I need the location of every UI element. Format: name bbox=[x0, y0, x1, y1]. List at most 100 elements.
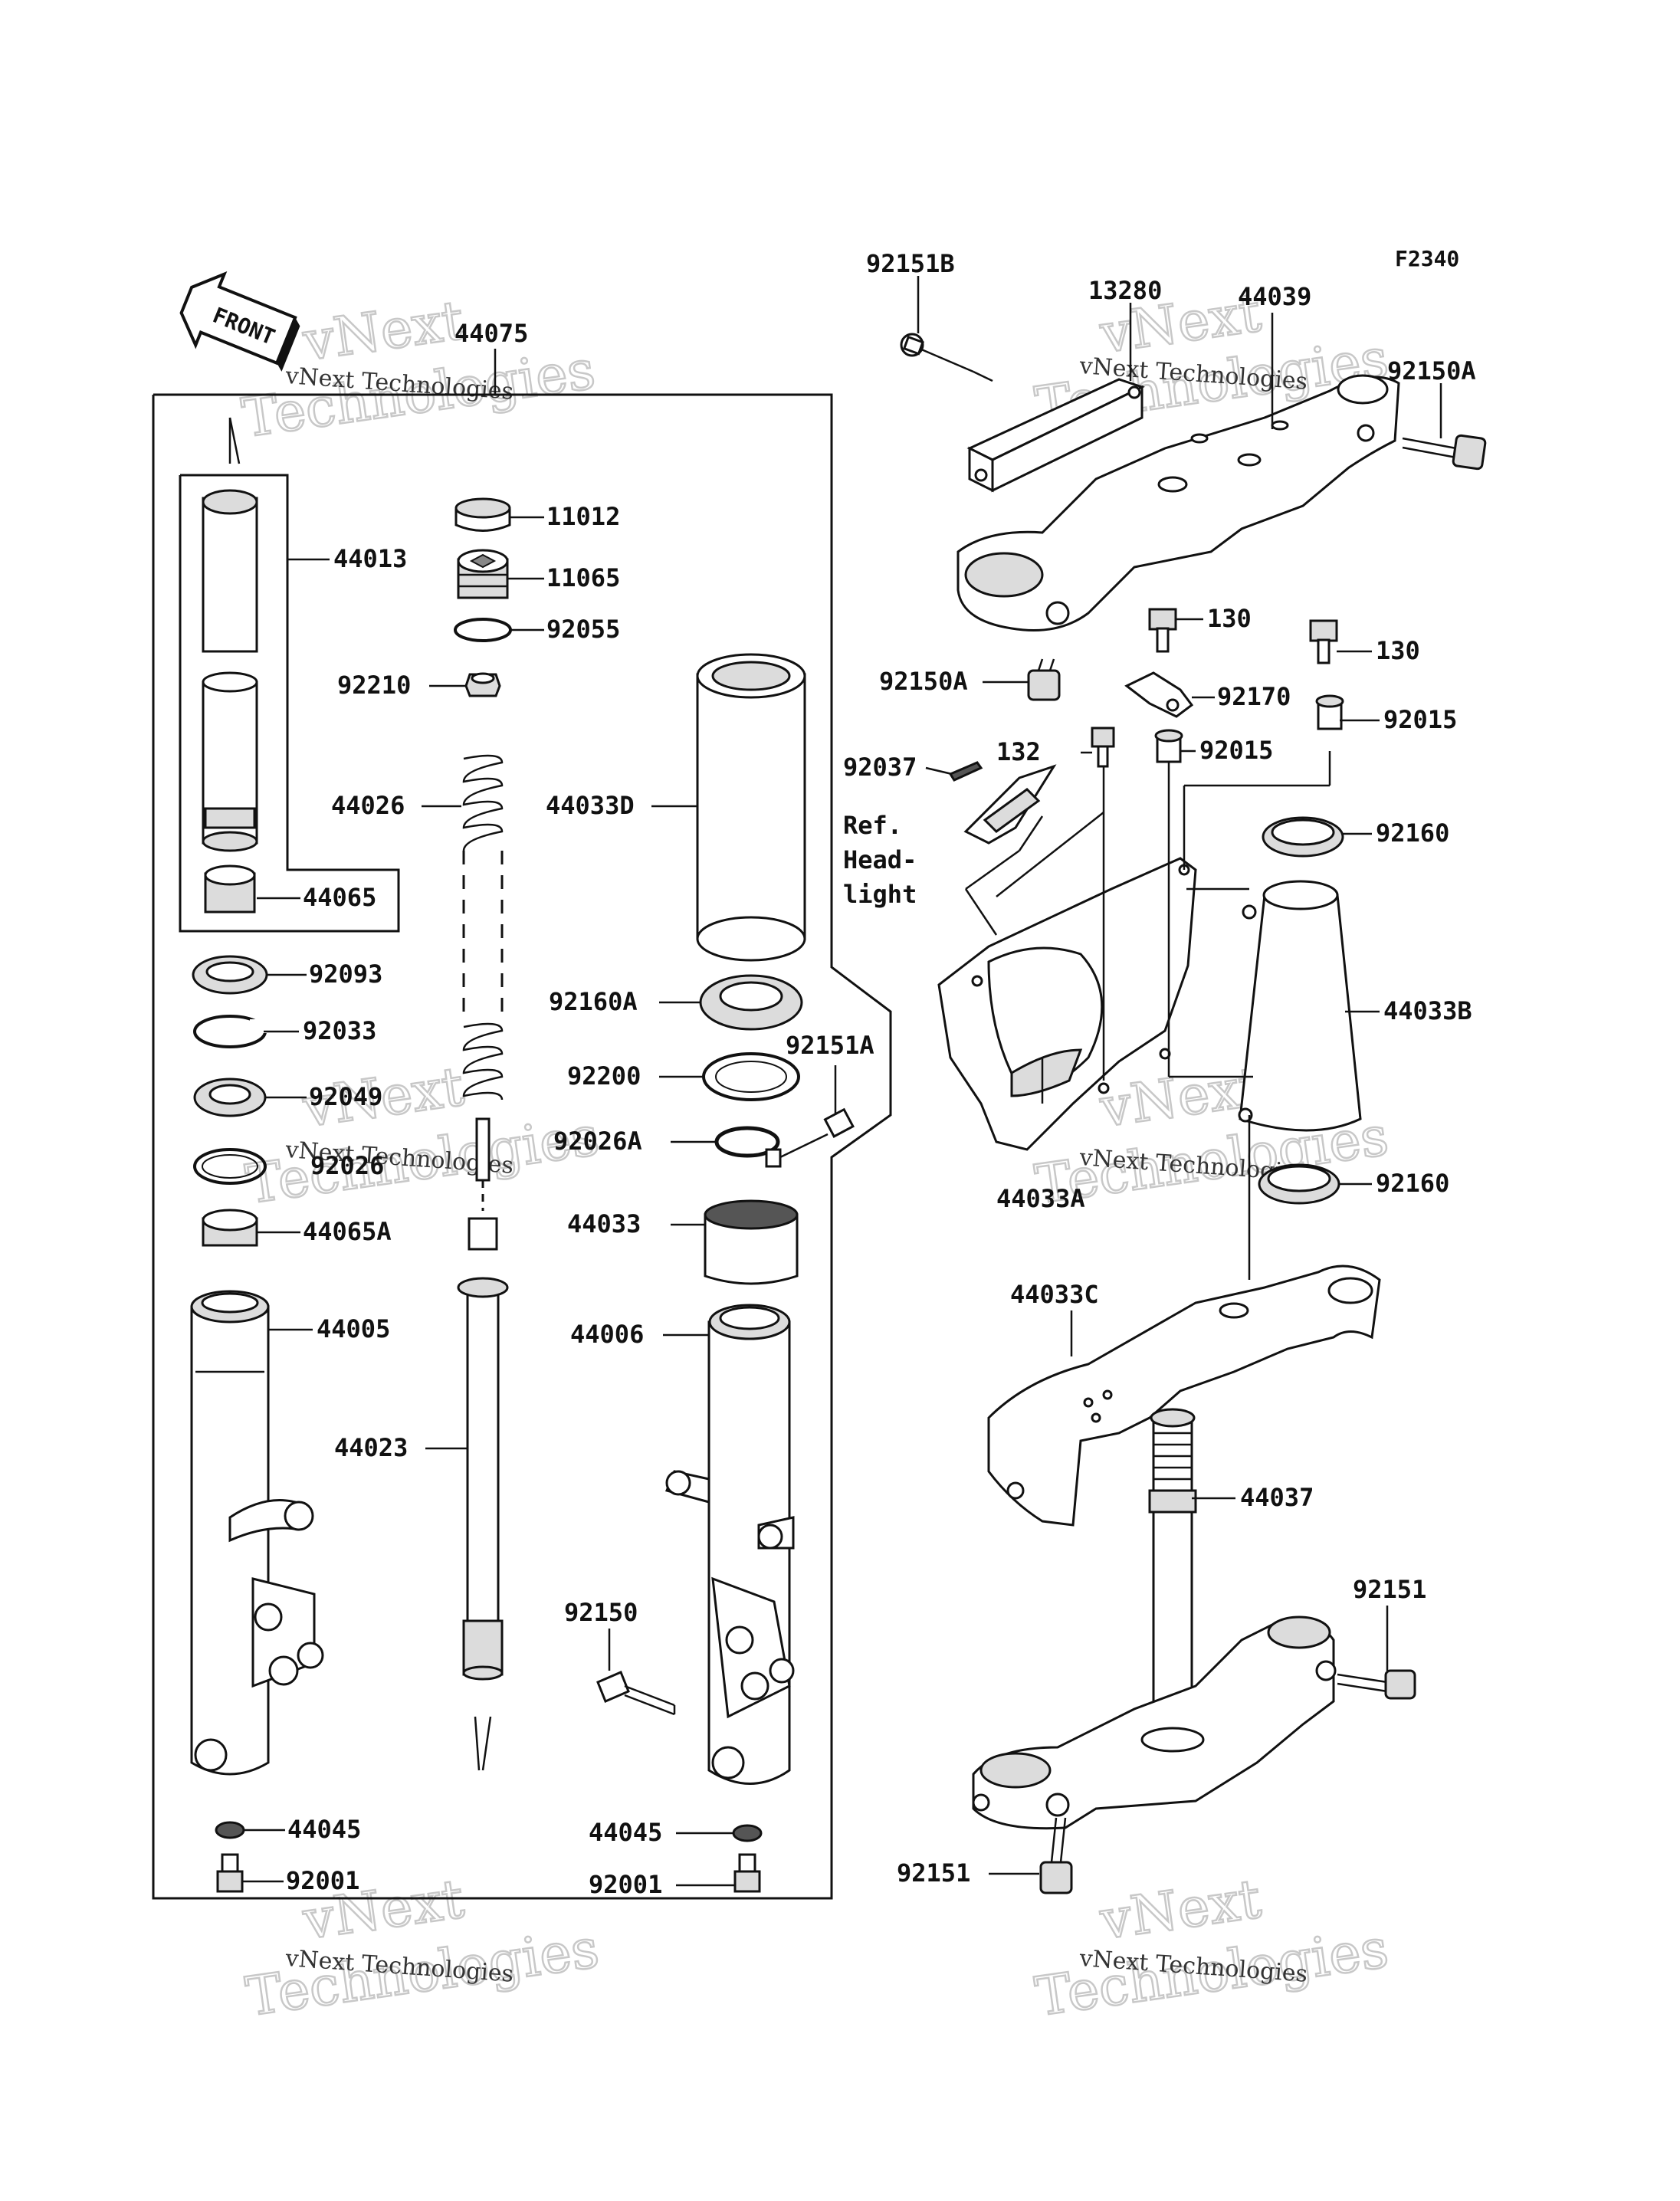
washer-44045-left bbox=[215, 1821, 245, 1839]
watermark-middle-left: vNext Technologies vNext Technologies bbox=[241, 1054, 604, 1217]
part-label: 92151 bbox=[1353, 1575, 1426, 1604]
part-label: 44033D bbox=[546, 791, 635, 820]
part-label: 92026A bbox=[553, 1127, 642, 1156]
front-arrow-icon: FRONT bbox=[179, 271, 300, 372]
o-ring-92055 bbox=[454, 618, 512, 642]
inner-cover-44033A bbox=[937, 857, 1197, 1151]
part-label: 92150A bbox=[879, 667, 968, 696]
part-label: 92200 bbox=[567, 1061, 641, 1091]
outer-tube-left bbox=[190, 1290, 324, 1776]
part-label: 11012 bbox=[546, 502, 620, 531]
part-label: 92015 bbox=[1199, 736, 1273, 765]
clamp-92026A bbox=[714, 1107, 855, 1168]
bolt-130-left bbox=[1148, 608, 1177, 653]
washer-44045-right bbox=[732, 1824, 763, 1842]
upper-bracket-44039 bbox=[956, 374, 1400, 631]
outer-tube-right bbox=[664, 1304, 795, 1785]
collar-92015-right bbox=[1315, 694, 1344, 730]
bolt-132 bbox=[1091, 727, 1115, 768]
part-label: 44005 bbox=[317, 1314, 390, 1343]
bolt-92151B bbox=[900, 333, 993, 382]
part-label: 13280 bbox=[1088, 276, 1162, 305]
nut-92210 bbox=[464, 672, 501, 697]
fork-cover-44033D bbox=[696, 653, 806, 962]
reference-note-line: light bbox=[843, 880, 917, 909]
part-label: 92210 bbox=[337, 671, 411, 700]
reference-note-line: Ref. bbox=[843, 811, 902, 840]
part-label: 44026 bbox=[331, 791, 405, 820]
part-label: 44033B bbox=[1383, 996, 1472, 1025]
part-label: 44033A bbox=[996, 1184, 1085, 1213]
part-label: 130 bbox=[1376, 636, 1420, 665]
part-label: 44006 bbox=[570, 1320, 644, 1349]
fork-assembly-frame bbox=[152, 393, 892, 1900]
bush-44065A bbox=[202, 1209, 258, 1247]
watermark-bottom-right: vNext Technologies vNext Technologies bbox=[1031, 1866, 1393, 2029]
part-label: 92026 bbox=[310, 1151, 384, 1180]
part-label: 130 bbox=[1207, 604, 1252, 633]
washer-92026 bbox=[193, 1148, 267, 1185]
part-label: 92015 bbox=[1383, 705, 1457, 734]
part-label: 92055 bbox=[546, 615, 620, 644]
bolt-92150 bbox=[596, 1671, 676, 1716]
part-label: 92001 bbox=[286, 1866, 359, 1895]
part-labels: 44075 44013 44065 11012 11065 92055 9221… bbox=[286, 249, 1476, 1899]
inner-tube bbox=[202, 417, 258, 852]
lower-triple-clamp bbox=[972, 1615, 1337, 1830]
oil-seal-92093 bbox=[192, 955, 268, 995]
part-label: 44033C bbox=[1010, 1280, 1099, 1309]
cover-tube-44033B bbox=[1238, 880, 1362, 1132]
bolt-92150A-upper bbox=[1402, 434, 1487, 471]
part-label: 44045 bbox=[287, 1815, 361, 1844]
lower-bracket-44033C bbox=[987, 1265, 1381, 1527]
headlight-bracket bbox=[963, 764, 1057, 845]
part-label: 44075 bbox=[454, 319, 528, 348]
part-label: 92160A bbox=[549, 987, 638, 1016]
bolt-130-right bbox=[1309, 619, 1338, 664]
bushing bbox=[204, 864, 256, 914]
part-label: 44037 bbox=[1240, 1483, 1314, 1512]
part-label: 44045 bbox=[589, 1818, 662, 1847]
collar-92015-left bbox=[1154, 729, 1183, 763]
rubber-92160A bbox=[699, 974, 803, 1031]
part-label: 92151 bbox=[897, 1858, 970, 1888]
bolt-92151-right bbox=[1337, 1669, 1416, 1700]
part-label: 92170 bbox=[1217, 682, 1291, 711]
part-label: 92151A bbox=[786, 1031, 874, 1060]
cover-44033 bbox=[704, 1199, 799, 1285]
leader-lines bbox=[242, 276, 1442, 1887]
part-label: 92160 bbox=[1376, 1169, 1449, 1198]
cap-11012 bbox=[454, 497, 511, 532]
part-label: 44065 bbox=[303, 883, 376, 912]
washer-92200 bbox=[702, 1052, 800, 1101]
part-label: 44033 bbox=[567, 1209, 641, 1238]
part-label: 92001 bbox=[589, 1870, 662, 1899]
part-label: 92037 bbox=[843, 753, 917, 782]
cover-plate-13280 bbox=[966, 378, 1145, 493]
watermark-top-left: vNext Technologies vNext Technologies bbox=[238, 287, 600, 451]
steering-stem-44037 bbox=[1148, 1408, 1197, 1741]
reference-note-line: Head- bbox=[843, 845, 917, 874]
part-label: 92093 bbox=[309, 959, 382, 989]
part-label: 44039 bbox=[1238, 282, 1311, 311]
damper-rod-44023 bbox=[457, 1117, 509, 1771]
oil-seal-92049 bbox=[193, 1078, 267, 1117]
bolt-92151-bottom bbox=[1039, 1817, 1073, 1894]
part-label: 44013 bbox=[333, 544, 407, 573]
part-label: 92033 bbox=[303, 1016, 376, 1045]
bolt-92150A-lower bbox=[1027, 658, 1061, 701]
clip-92037 bbox=[948, 761, 983, 782]
part-label: 44023 bbox=[334, 1433, 408, 1462]
part-label: 92150 bbox=[564, 1598, 638, 1627]
part-label: 132 bbox=[996, 737, 1041, 766]
part-label: 92151B bbox=[866, 249, 955, 278]
part-label: 92049 bbox=[309, 1082, 382, 1111]
part-label: 92160 bbox=[1376, 818, 1449, 848]
bolt-92001-right bbox=[733, 1853, 761, 1893]
bolt-92001-left bbox=[216, 1853, 244, 1893]
reference-note: Ref. Head- light bbox=[843, 811, 917, 909]
rubber-92160-lower bbox=[1258, 1163, 1340, 1205]
part-label: 44065A bbox=[303, 1217, 392, 1246]
plug-11065 bbox=[457, 549, 509, 599]
